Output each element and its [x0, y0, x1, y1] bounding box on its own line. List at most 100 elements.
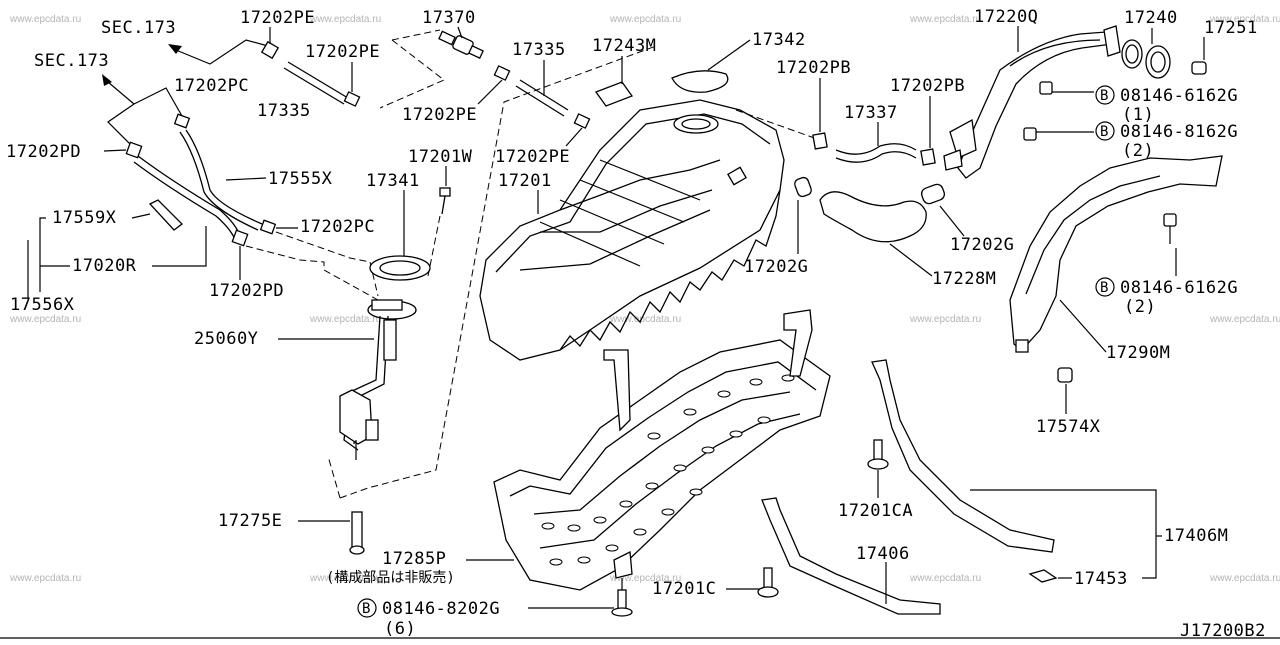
- tank-band: [761, 497, 941, 615]
- bracket-line: [39, 217, 46, 292]
- part-label[interactable]: 17202PE: [305, 42, 380, 62]
- part-label[interactable]: 17243M: [592, 36, 656, 56]
- screw: [439, 187, 451, 197]
- part-label[interactable]: 17202PE: [495, 147, 570, 167]
- watermark: www.epcdata.ru: [1209, 573, 1280, 584]
- part-label[interactable]: 17202G: [950, 235, 1014, 255]
- part-label[interactable]: 17285P: [382, 549, 446, 569]
- leader-line: [107, 81, 135, 105]
- part-label[interactable]: 17574X: [1036, 417, 1101, 437]
- hose-clamp: [231, 229, 249, 247]
- tank-rib: [579, 179, 685, 223]
- part-label[interactable]: 17202PB: [890, 76, 965, 96]
- tank-protector: [493, 339, 831, 591]
- watermark: www.epcdata.ru: [1209, 14, 1280, 25]
- bolt: [867, 458, 889, 470]
- tank-protector-group: 17285P (構成部品は非販売) B 08146-8202G (6): [326, 309, 831, 639]
- bolt: [1039, 81, 1053, 95]
- leader-line: [565, 127, 583, 147]
- part-label[interactable]: 17335: [512, 40, 566, 60]
- part-label[interactable]: 17342: [752, 30, 806, 50]
- sec-ref-label[interactable]: SEC.173: [101, 18, 176, 38]
- hose: [283, 67, 345, 105]
- part-label[interactable]: 17559X: [52, 208, 117, 228]
- part-label[interactable]: 17453: [1074, 569, 1128, 589]
- part-label[interactable]: 25060Y: [194, 329, 258, 349]
- part-label[interactable]: 17020R: [72, 256, 137, 276]
- leader-line: [152, 226, 207, 267]
- part-label[interactable]: 17240: [1124, 8, 1178, 28]
- part-label[interactable]: 17251: [1204, 18, 1258, 38]
- part-label[interactable]: 17406M: [1164, 526, 1228, 546]
- part-label[interactable]: 08146-6162G: [1120, 278, 1238, 298]
- part-label[interactable]: 17337: [844, 103, 898, 123]
- part-label[interactable]: 17556X: [10, 295, 75, 315]
- part-label[interactable]: 17202PC: [300, 217, 375, 237]
- stud-bolt: [349, 545, 365, 555]
- part-label[interactable]: 17201: [498, 171, 552, 191]
- pump-flange: [371, 299, 403, 311]
- watermark: www.epcdata.ru: [909, 14, 981, 25]
- part-quantity: (1): [1122, 105, 1154, 125]
- bracket-line: [970, 489, 1157, 579]
- watermark: www.epcdata.ru: [609, 14, 681, 25]
- part-label[interactable]: 17202PC: [174, 76, 249, 96]
- bolt: [1163, 213, 1177, 227]
- part-label[interactable]: 17202G: [744, 257, 808, 277]
- hose-clamp: [125, 141, 143, 159]
- insulator-pad: [671, 70, 729, 93]
- stud-bolt: [351, 511, 363, 549]
- part-label[interactable]: 17335: [257, 101, 311, 121]
- part-label[interactable]: 08146-8202G: [382, 599, 500, 619]
- part-label[interactable]: 17201W: [408, 147, 473, 167]
- watermark: www.epcdata.ru: [309, 314, 381, 325]
- part-label[interactable]: 17220Q: [974, 7, 1038, 27]
- protector-rib: [539, 413, 801, 549]
- part-label[interactable]: 17202PB: [776, 58, 851, 78]
- protector-edge: [509, 361, 817, 497]
- sec-ref-label[interactable]: SEC.173: [34, 51, 109, 71]
- protector-bracket: [783, 309, 813, 377]
- part-label[interactable]: 17341: [366, 171, 420, 191]
- part-label[interactable]: 17228M: [932, 269, 996, 289]
- part-label[interactable]: 17202PE: [402, 105, 477, 125]
- hose: [515, 85, 565, 117]
- leader-line: [225, 177, 267, 181]
- vent-hose: [179, 131, 259, 231]
- bolt: [757, 586, 779, 598]
- tank-neck: [727, 166, 747, 186]
- part-label[interactable]: 17201CA: [838, 501, 913, 521]
- part-label[interactable]: 17370: [422, 8, 476, 28]
- bolt-marker-letter: B: [1100, 124, 1108, 140]
- protector-holes: [541, 374, 795, 566]
- hose-clamp: [573, 113, 591, 129]
- bolt: [763, 567, 773, 589]
- part-label[interactable]: 17201C: [652, 579, 716, 599]
- filler-bracket: [949, 118, 977, 159]
- bolt-marker-icon: [1095, 277, 1115, 297]
- part-label[interactable]: 08146-6162G: [1120, 86, 1238, 106]
- filler-tube: [957, 31, 1113, 179]
- part-label[interactable]: 17406: [856, 544, 910, 564]
- dashed-connector: [427, 215, 441, 277]
- vent-hose-group: SEC.173 SEC.173 17202PE 17335 17370 1720…: [6, 8, 591, 315]
- watermark: www.epcdata.ru: [9, 314, 81, 325]
- tank-rib: [539, 221, 641, 267]
- part-label[interactable]: 08146-8162G: [1120, 122, 1238, 142]
- part-label[interactable]: 17555X: [268, 169, 333, 189]
- fuel-sender: [365, 419, 379, 441]
- band-insulator: [1028, 569, 1058, 583]
- part-label[interactable]: 17202PE: [240, 8, 315, 28]
- hose-clamp: [260, 40, 280, 60]
- leader-line: [457, 26, 463, 39]
- tank-rib: [559, 199, 665, 245]
- bolt-marker-icon: [357, 598, 377, 618]
- part-label[interactable]: 17275E: [218, 511, 282, 531]
- vent-tube: [133, 161, 237, 243]
- part-label[interactable]: 17202PD: [6, 142, 81, 162]
- part-label[interactable]: 17290M: [1106, 343, 1170, 363]
- protector-rib: [533, 391, 791, 515]
- leader-line: [889, 243, 933, 277]
- part-label[interactable]: 17202PD: [209, 281, 284, 301]
